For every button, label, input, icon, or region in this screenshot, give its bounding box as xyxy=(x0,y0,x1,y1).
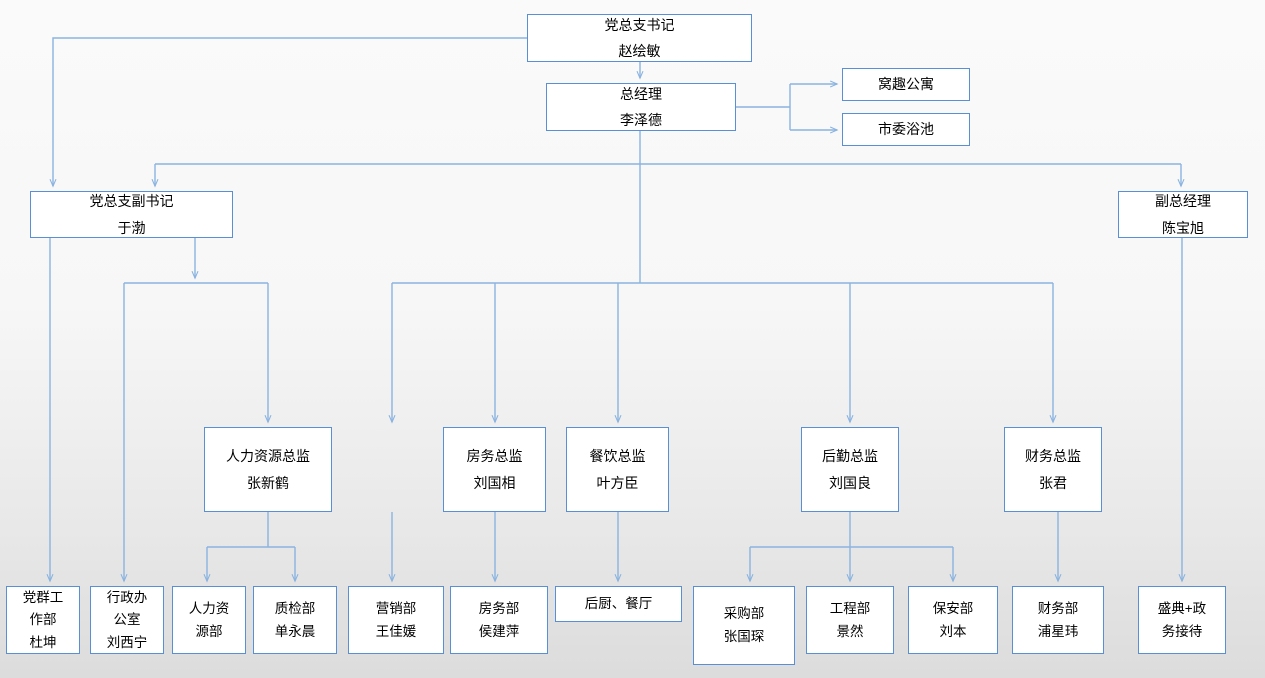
node-deputy_party_secretary[interactable]: 党总支副书记于渤 xyxy=(30,191,233,238)
node-finance_dept[interactable]: 财务部浦星玮 xyxy=(1012,586,1104,654)
node-ceremony_affairs[interactable]: 盛典+政务接待 xyxy=(1138,586,1226,654)
node-security_dept-line-1: 保安部 xyxy=(932,600,974,616)
node-security_dept-line-2: 刘本 xyxy=(939,623,967,639)
node-engineering_dept-line-1: 工程部 xyxy=(829,600,871,616)
node-ceremony_affairs-line-2: 务接待 xyxy=(1161,623,1203,639)
node-procurement_dept-line-1: 采购部 xyxy=(723,606,765,622)
node-logistics_director-line-1: 后勤总监 xyxy=(822,448,878,465)
node-finance_dept-line-2: 浦星玮 xyxy=(1037,623,1079,639)
node-party_secretary-line-2: 赵绘敏 xyxy=(618,43,661,59)
node-rooms_dept[interactable]: 房务部侯建萍 xyxy=(450,586,548,654)
node-hr_dept-line-2: 源部 xyxy=(195,623,223,639)
node-fnb_director[interactable]: 餐饮总监叶方臣 xyxy=(566,427,669,512)
node-deputy_party_secretary-line-1: 党总支副书记 xyxy=(89,193,174,210)
node-marketing_dept[interactable]: 营销部王佳媛 xyxy=(348,586,444,654)
node-deputy_gm-line-2: 陈宝旭 xyxy=(1162,219,1204,236)
node-hr_dept[interactable]: 人力资源部 xyxy=(172,586,246,654)
node-procurement_dept[interactable]: 采购部张国琛 xyxy=(693,586,795,665)
node-engineering_dept-line-2: 景然 xyxy=(836,623,864,639)
node-woqu_apartment[interactable]: 窝趣公寓 xyxy=(842,68,970,101)
node-city_bathhouse[interactable]: 市委浴池 xyxy=(842,113,970,146)
node-engineering_dept[interactable]: 工程部景然 xyxy=(806,586,894,654)
node-woqu_apartment-line-1: 窝趣公寓 xyxy=(878,76,934,93)
node-rooms_dept-line-2: 侯建萍 xyxy=(478,623,520,639)
node-fnb_director-line-1: 餐饮总监 xyxy=(589,448,646,465)
node-deputy_party_secretary-line-2: 于渤 xyxy=(117,219,146,236)
node-marketing_dept-line-1: 营销部 xyxy=(375,600,417,616)
node-kitchen_restaurant-line-1: 后厨、餐厅 xyxy=(584,596,653,612)
node-general_manager-line-1: 总经理 xyxy=(620,85,662,102)
node-party_secretary[interactable]: 党总支书记赵绘敏 xyxy=(527,14,752,62)
node-general_manager[interactable]: 总经理李泽德 xyxy=(546,83,736,131)
node-qc_dept[interactable]: 质检部单永晨 xyxy=(253,586,337,654)
node-finance_director[interactable]: 财务总监张君 xyxy=(1004,427,1102,512)
node-finance_director-line-1: 财务总监 xyxy=(1025,448,1081,465)
node-party_mass_work_dept-line-2: 作部 xyxy=(29,612,57,628)
node-rooms_director[interactable]: 房务总监刘国相 xyxy=(443,427,546,512)
node-marketing_dept-line-2: 王佳媛 xyxy=(375,623,417,639)
edge-secretary-to-deputy-secretary xyxy=(49,37,527,188)
node-city_bathhouse-line-1: 市委浴池 xyxy=(878,121,934,138)
node-rooms_director-line-1: 房务总监 xyxy=(466,448,523,465)
node-ceremony_affairs-line-1: 盛典+政 xyxy=(1157,600,1207,616)
node-fnb_director-line-2: 叶方臣 xyxy=(596,474,639,491)
node-deputy_gm-line-1: 副总经理 xyxy=(1155,193,1211,210)
node-hr_director[interactable]: 人力资源总监张新鹤 xyxy=(204,427,332,512)
node-finance_director-line-2: 张君 xyxy=(1039,474,1067,491)
node-qc_dept-line-1: 质检部 xyxy=(274,600,316,616)
node-party_mass_work_dept-line-1: 党群工 xyxy=(22,589,64,605)
node-security_dept[interactable]: 保安部刘本 xyxy=(908,586,998,654)
node-party_secretary-line-1: 党总支书记 xyxy=(604,16,675,33)
node-admin_office-line-3: 刘西宁 xyxy=(106,634,148,650)
node-admin_office[interactable]: 行政办公室刘西宁 xyxy=(90,586,164,654)
node-party_mass_work_dept[interactable]: 党群工作部杜坤 xyxy=(6,586,80,654)
node-admin_office-line-2: 公室 xyxy=(113,612,141,628)
node-logistics_director[interactable]: 后勤总监刘国良 xyxy=(801,427,899,512)
node-rooms_director-line-2: 刘国相 xyxy=(473,474,516,491)
node-procurement_dept-line-2: 张国琛 xyxy=(723,629,765,644)
node-kitchen_restaurant[interactable]: 后厨、餐厅 xyxy=(555,586,682,622)
node-admin_office-line-1: 行政办 xyxy=(106,589,148,605)
node-deputy_gm[interactable]: 副总经理陈宝旭 xyxy=(1118,191,1248,238)
node-hr_director-line-1: 人力资源总监 xyxy=(226,448,310,465)
node-party_mass_work_dept-line-3: 杜坤 xyxy=(29,634,57,650)
node-qc_dept-line-2: 单永晨 xyxy=(274,623,316,639)
node-logistics_director-line-2: 刘国良 xyxy=(829,474,871,491)
node-general_manager-line-2: 李泽德 xyxy=(620,112,662,128)
node-hr_dept-line-1: 人力资 xyxy=(188,600,230,616)
node-finance_dept-line-1: 财务部 xyxy=(1037,600,1079,616)
node-hr_director-line-2: 张新鹤 xyxy=(247,474,289,491)
node-rooms_dept-line-1: 房务部 xyxy=(478,600,520,616)
